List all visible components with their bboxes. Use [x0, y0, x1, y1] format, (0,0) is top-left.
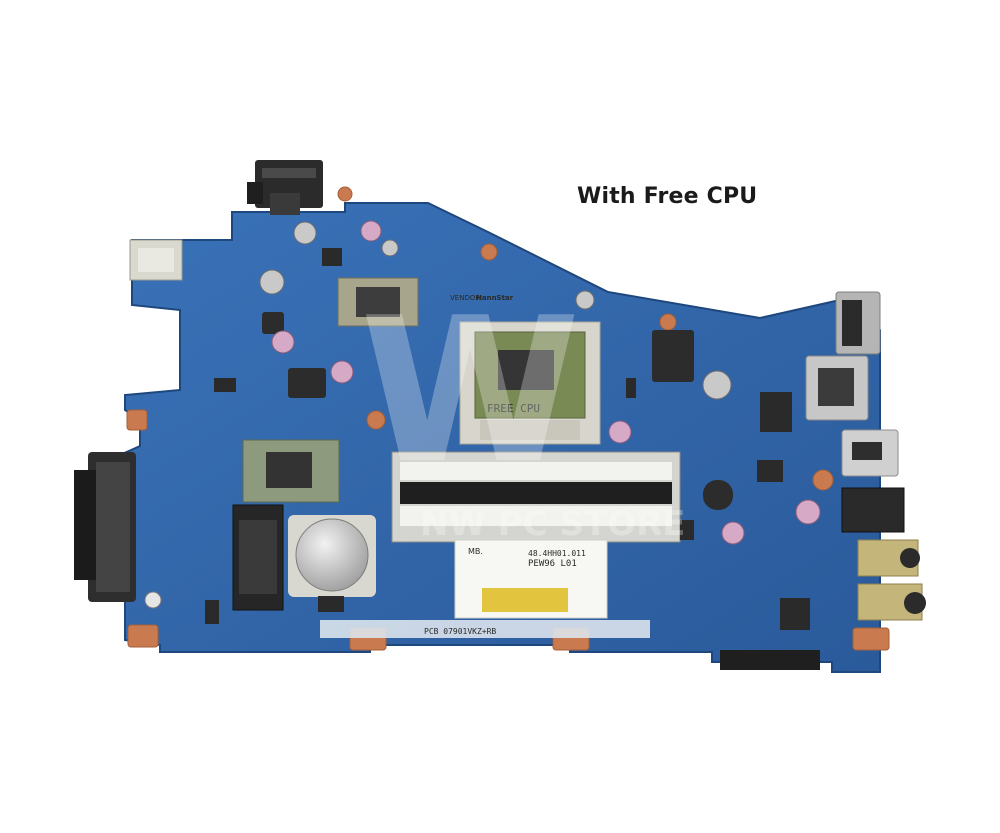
ram-slot — [391, 451, 681, 543]
sticker-model: PEW96 L01 — [528, 559, 577, 569]
bottom-connector — [720, 650, 820, 670]
cpu-socket — [459, 321, 601, 445]
pcb-label-strip — [320, 620, 650, 638]
northbridge-chip — [337, 277, 419, 327]
cmos-battery — [288, 515, 376, 612]
watermark: W NW PC STORE — [360, 275, 686, 544]
screw-hole — [144, 591, 162, 609]
sticker-line1: MB. — [468, 547, 483, 556]
caption-with-free-cpu: With Free CPU — [577, 184, 758, 209]
yellow-patch — [482, 588, 568, 612]
vendor-name: HannStar — [476, 294, 514, 302]
small-ics — [205, 248, 810, 630]
sata-connector — [74, 452, 136, 602]
vendor-label: VENDOR: — [450, 294, 482, 302]
watermark-text: NW PC STORE — [420, 504, 686, 544]
inductors — [262, 193, 733, 510]
southbridge-chip — [242, 439, 340, 503]
sticker-code: 48.4HH01.011 — [528, 549, 586, 558]
right-ports — [805, 291, 926, 621]
pcb-text: PCB 07901VKZ+RB — [424, 627, 496, 636]
capacitors — [259, 220, 821, 545]
cpu-label: FREE CPU — [487, 402, 540, 415]
watermark-logo-letters: W — [360, 275, 581, 508]
